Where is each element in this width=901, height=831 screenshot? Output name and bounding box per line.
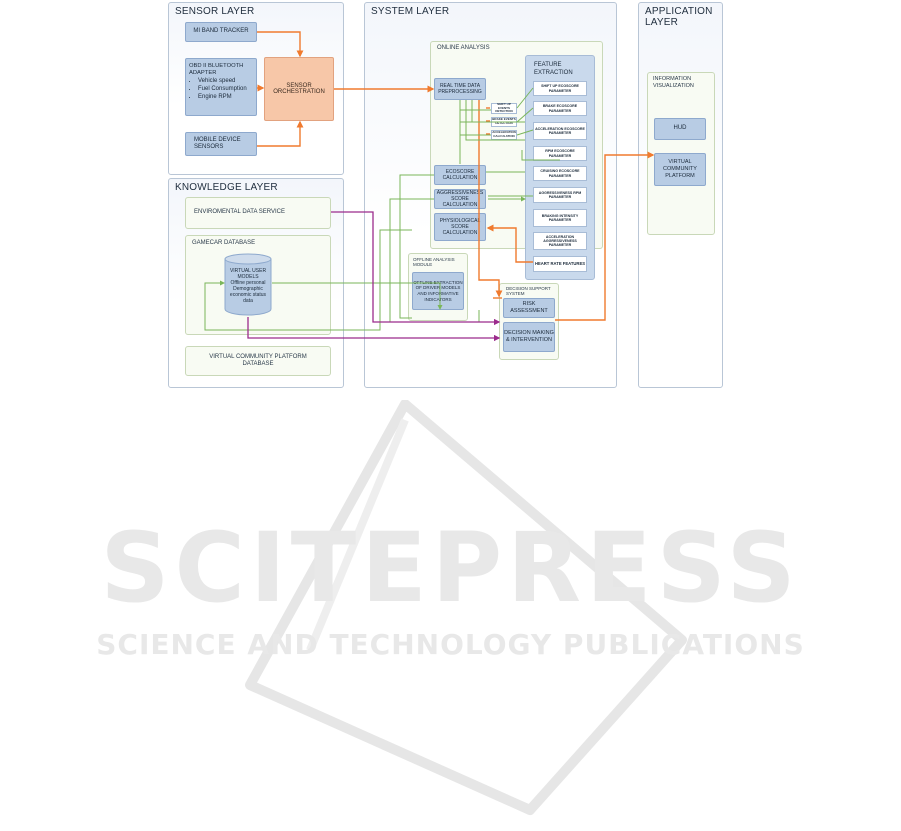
decision-support-label: DECISION SUPPORT SYSTEM <box>506 286 551 297</box>
system-layer-title: SYSTEM LAYER <box>371 6 450 17</box>
db-title: VIRTUAL USER MODELS <box>229 268 267 280</box>
mobile-device-sensors-box: MOBILE DEVICE SENSORS <box>185 132 257 156</box>
feature-shift-up: SHIFT UP ECOSCORE PARAMETER <box>533 81 587 96</box>
offline-analysis-label: OFFLINE ANALYSIS MODULE <box>413 257 455 268</box>
watermark-sub-text: SCIENCE AND TECHNOLOGY PUBLICATIONS <box>96 628 805 661</box>
feature-heart-rate: HEART RATE FEATURES <box>533 256 587 272</box>
sensor-orchestration-box: SENSOR ORCHESTRATION <box>264 57 334 121</box>
mi-band-tracker-box: MI BAND TRACKER <box>185 22 257 42</box>
purple-connectors <box>247 211 501 342</box>
real-time-preprocessing-box: REAL TIME DATA PREPROCESSING <box>434 78 486 100</box>
knowledge-layer-title: KNOWLEDGE LAYER <box>175 182 278 193</box>
db-line: economic status <box>229 292 267 298</box>
information-visualization-label: INFORMATION VISUALIZATION <box>653 76 694 89</box>
feature-acceleration-aggressiveness: ACCELERATION AGGRESSIVENESS PARAMETER <box>533 232 587 250</box>
obd-item: Engine RPM <box>198 94 253 102</box>
connector-lines <box>204 31 655 342</box>
vcp-database-panel: VIRTUAL COMMUNITY PLATFORM DATABASE <box>185 346 331 376</box>
offline-extraction-box: OFFLINE EXTRACTION OF DRIVER MODELS AND … <box>412 272 464 310</box>
hud-box: HUD <box>654 118 706 140</box>
sensor-layer-title: SENSOR LAYER <box>175 6 255 17</box>
decision-making-box: DECISION MAKING & INTERVENTION <box>503 322 555 352</box>
orange-connectors <box>257 31 655 321</box>
scitepress-logo-watermark <box>245 400 687 815</box>
risk-assessment-box: RISK ASSESSMENT <box>503 298 555 318</box>
watermark-main-text: SCITEPRESS <box>100 512 801 624</box>
environmental-data-service-label: ENVIROMENTAL DATA SERVICE <box>194 209 286 215</box>
feature-extraction-label: FEATURE EXTRACTION <box>534 62 573 76</box>
obd-item: Fuel Consumption <box>198 86 253 94</box>
gamecar-database-label: GAMECAR DATABASE <box>192 240 256 246</box>
vcp-database-label: VIRTUAL COMMUNITY PLATFORM DATABASE <box>209 353 307 368</box>
online-analysis-label: ONLINE ANALYSIS <box>437 45 490 51</box>
feature-cruising: CRUISING ECOSCORE PARAMETER <box>533 166 587 181</box>
aggressiveness-score-box: AGGRESSIVENESS SCORE CALCULATION <box>434 189 486 209</box>
virtual-community-platform-box: VIRTUAL COMMUNITY PLATFORM <box>654 153 706 186</box>
obd-item: Vehicle speed <box>198 78 253 86</box>
db-line: Demographic <box>233 286 263 292</box>
physiological-score-box: PHYSIOLOGICAL SCORE CALCULATION <box>434 213 486 241</box>
virtual-user-models-database-icon <box>224 253 272 316</box>
shift-up-detection-box: SHIFT UP EVENTS DETECTION <box>491 102 517 114</box>
ecoscore-calculation-box: ECOSCORE CALCULATION <box>434 165 486 185</box>
environmental-data-panel: ENVIROMENTAL DATA SERVICE <box>185 197 331 229</box>
feature-aggressiveness-rpm: AGGRESSIVENESS RPM PARAMETER <box>533 187 587 203</box>
obd-adapter-box: OBD II BLUETOOTH ADAPTER Vehicle speed F… <box>185 58 257 116</box>
obd-adapter-title: OBD II BLUETOOTH ADAPTER <box>189 63 244 77</box>
obd-parameter-list: Vehicle speed Fuel Consumption Engine RP… <box>189 78 253 101</box>
feature-acceleration: ACCELERATION ECOSCORE PARAMETER <box>533 122 587 140</box>
feature-brake: BRAKE ECOSCORE PARAMETER <box>533 101 587 116</box>
virtual-user-models-text: VIRTUAL USER MODELS Offline personal Dem… <box>226 268 270 304</box>
db-line: data <box>243 298 253 304</box>
db-line: Offline personal <box>230 280 266 286</box>
feature-braking-intensity: BRAKING INTENSITY PARAMETER <box>533 209 587 227</box>
green-connectors <box>204 87 560 331</box>
application-layer-title: APPLICATION LAYER <box>645 6 713 28</box>
